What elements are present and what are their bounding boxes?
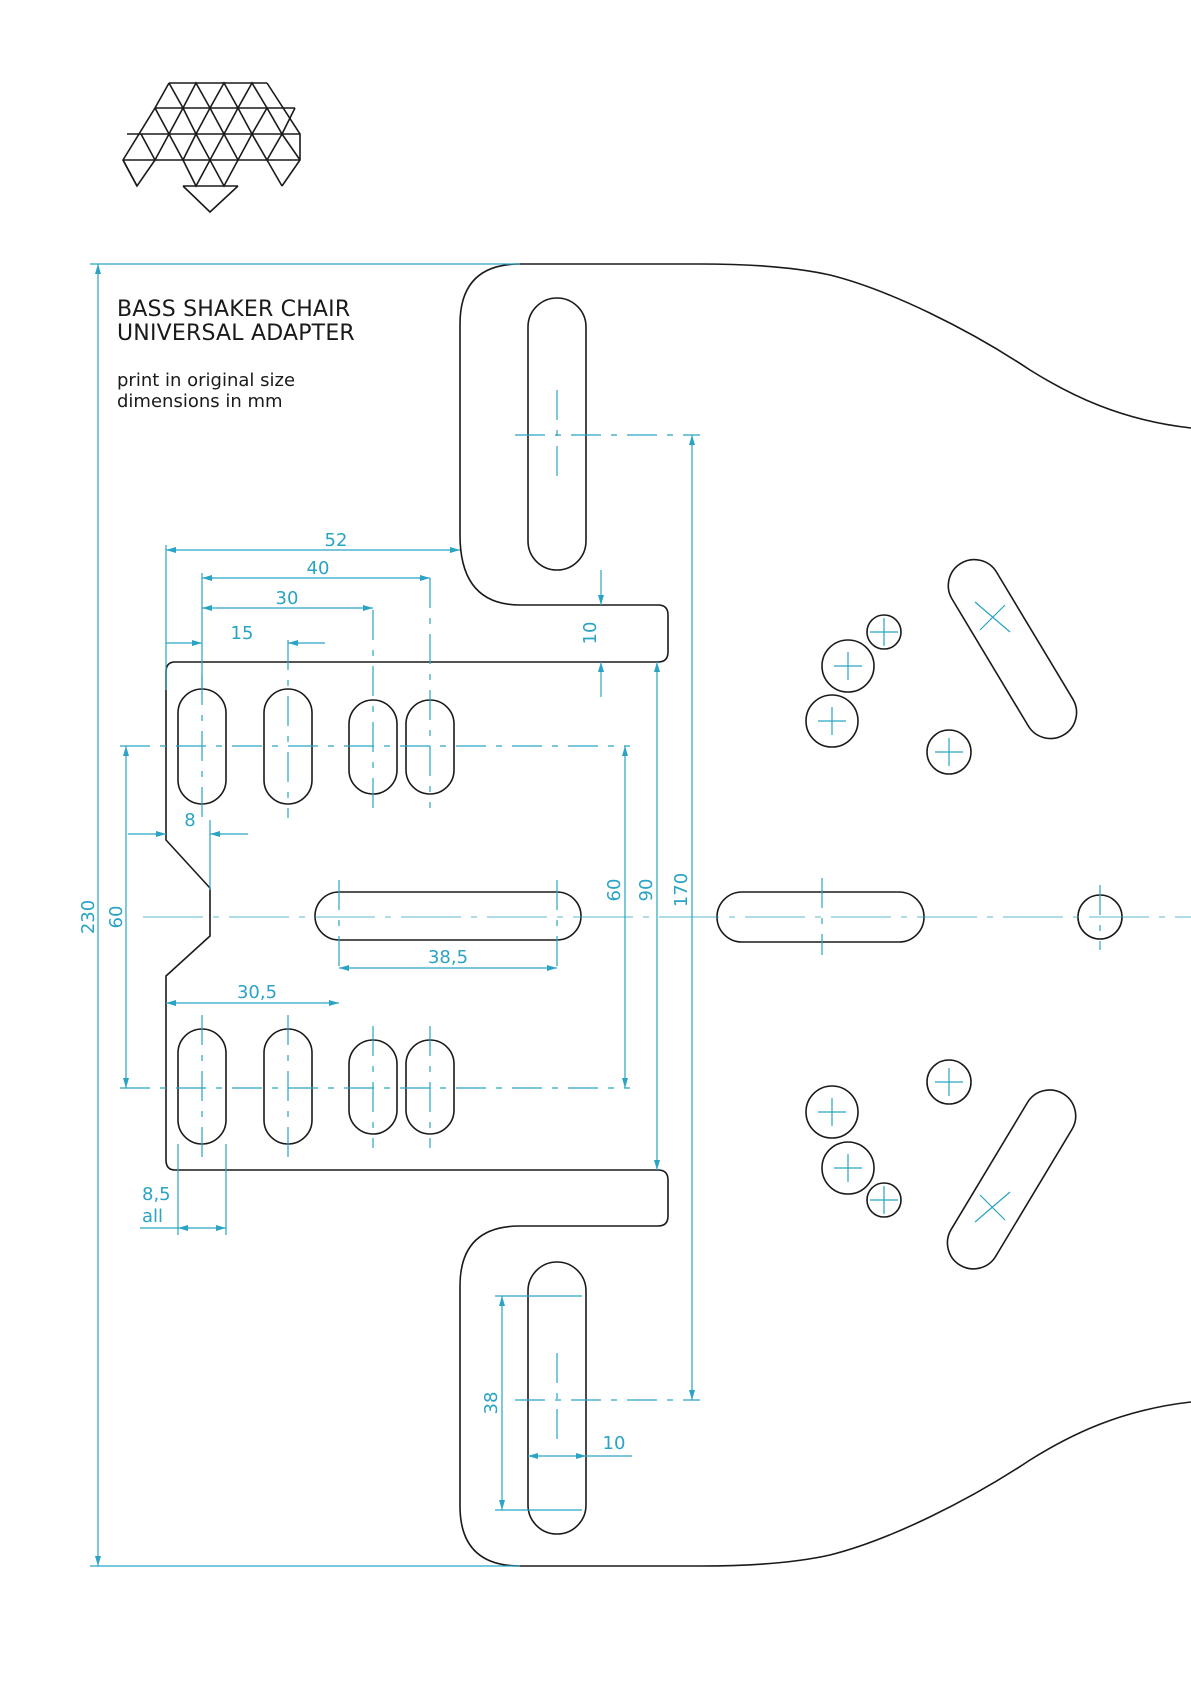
dim-label-30-5: 30,5 [237, 982, 277, 1003]
dim-outer-slot: 38 10 [481, 1295, 632, 1511]
center-lines [120, 390, 1191, 1445]
dim-label-230: 230 [78, 900, 99, 934]
dim-label-15: 15 [231, 623, 254, 644]
plate-outline [165, 263, 1191, 1567]
dim-row-spacing-left: 60 [106, 746, 129, 1088]
dim-tab: 10 [580, 570, 604, 697]
slot-bottom-outer [527, 1261, 587, 1535]
slot-diagonal-bottom [946, 1089, 1077, 1270]
slot-top-outer [527, 297, 587, 571]
hole-7 [805, 1085, 859, 1139]
dim-label-10-tab: 10 [580, 622, 601, 645]
hole-2 [821, 639, 875, 693]
dim-label-8-5: 8,5 [142, 1184, 171, 1205]
dim-label-170: 170 [671, 873, 692, 907]
dim-total-height: 230 [78, 263, 520, 1567]
dim-right-verticals: 60 90 170 [604, 435, 695, 1400]
slot-center-left [314, 891, 582, 941]
dim-label-30: 30 [276, 588, 299, 609]
dim-center-slot: 38,5 30,5 [166, 947, 557, 1006]
dim-label-40: 40 [307, 558, 330, 579]
title-block: BASS SHAKER CHAIR UNIVERSAL ADAPTER prin… [117, 297, 355, 413]
note-print-size: print in original size [117, 370, 296, 391]
hole-1 [866, 614, 902, 650]
dim-notch: 8 [128, 810, 248, 890]
hole-9 [866, 1182, 902, 1218]
drawing-notes: print in original size dimensions in mm [117, 370, 355, 412]
dim-label-90: 90 [636, 879, 657, 902]
dim-label-all: all [142, 1206, 163, 1227]
hole-3 [805, 694, 859, 748]
drawing-title-line-1: BASS SHAKER CHAIR [117, 297, 351, 322]
dim-slot-width: 8,5 all [140, 1144, 227, 1235]
dim-label-60-right: 60 [604, 879, 625, 902]
slot-diagonal-top [947, 558, 1078, 740]
dim-label-8: 8 [184, 810, 195, 831]
dim-label-10-slot: 10 [603, 1433, 626, 1454]
hole-8 [821, 1141, 875, 1195]
dim-label-60-left: 60 [106, 906, 127, 929]
hole-6 [926, 1059, 972, 1105]
drawing-title-line-2: UNIVERSAL ADAPTER [117, 321, 355, 346]
dim-horizontal-offsets: 52 40 30 15 [165, 530, 460, 690]
dim-label-52: 52 [325, 530, 348, 551]
note-units: dimensions in mm [117, 391, 283, 412]
dim-label-38: 38 [481, 1392, 502, 1415]
brand-logo [122, 81, 301, 214]
dim-label-38-5: 38,5 [428, 947, 468, 968]
hole-4 [926, 729, 972, 775]
